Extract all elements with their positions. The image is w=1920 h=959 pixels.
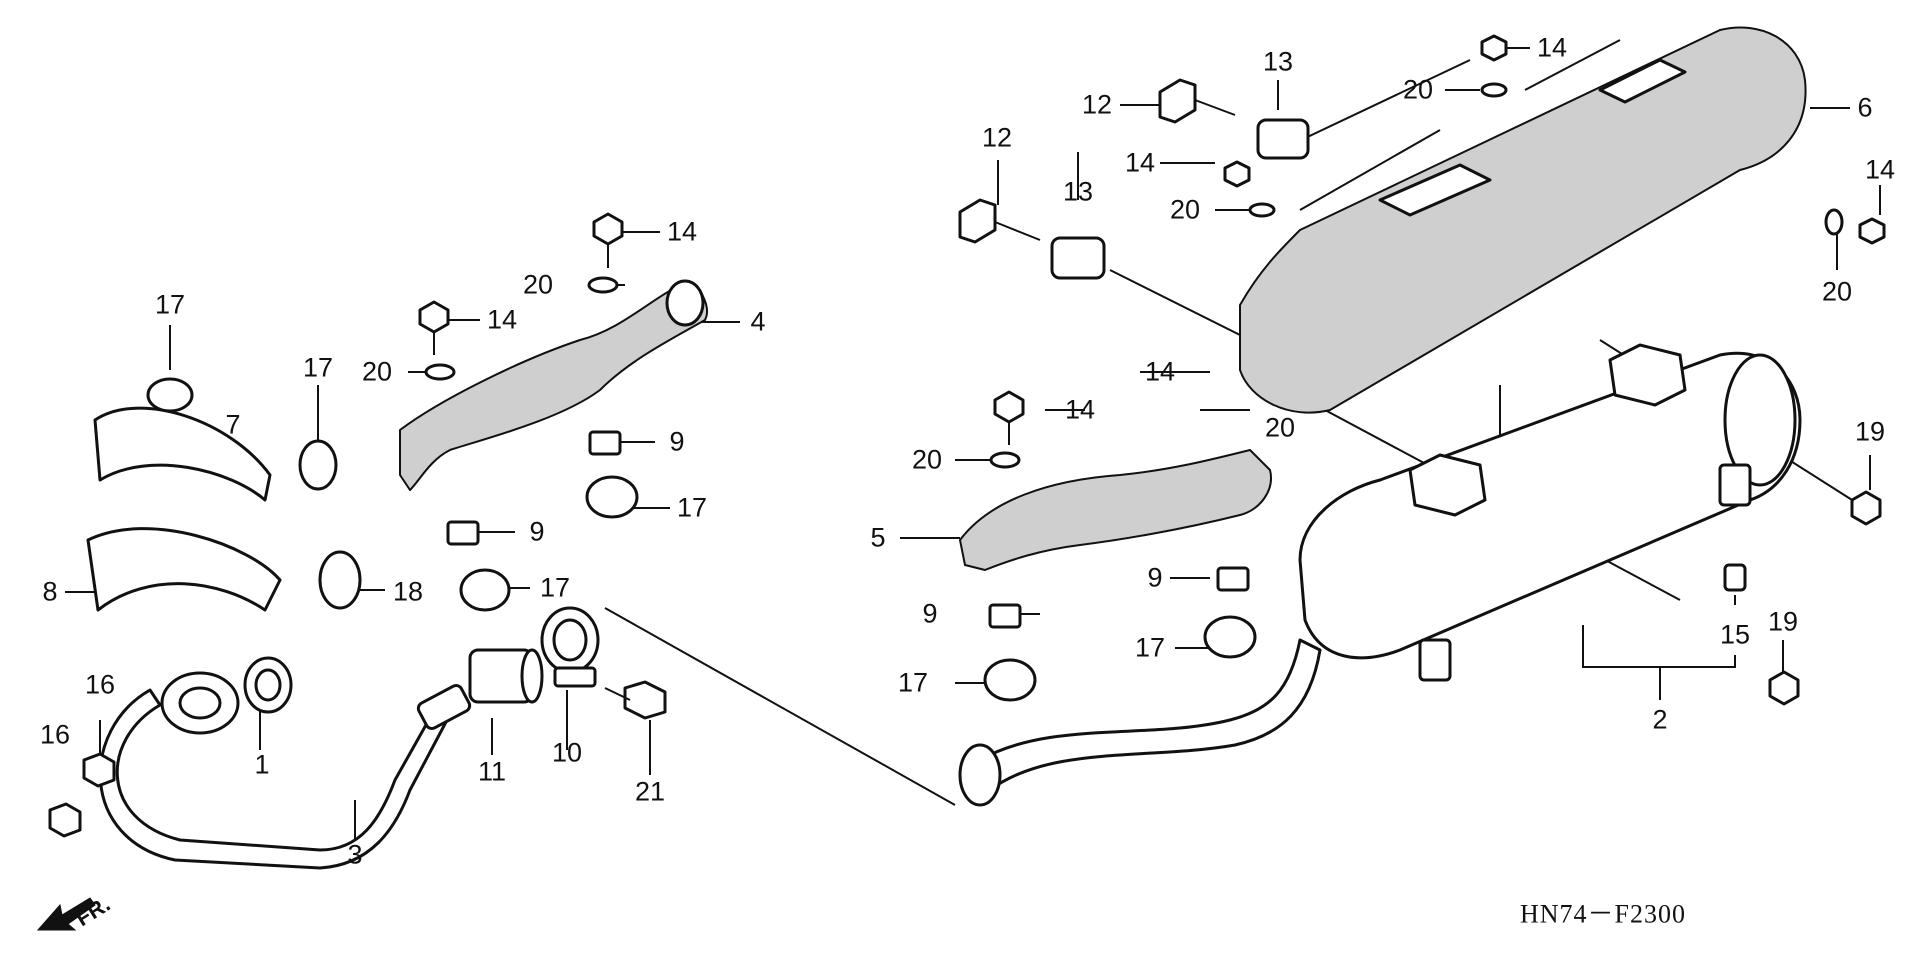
callout-19: 19: [1767, 606, 1799, 637]
callout-13: 13: [1062, 176, 1094, 207]
callout-9: 9: [1147, 562, 1163, 593]
shield-clips: [446, 430, 1250, 629]
gasket: [243, 656, 293, 714]
callout-20: 20: [361, 356, 393, 387]
callout-8: 8: [42, 576, 58, 607]
callout-12: 12: [1081, 89, 1113, 120]
callout-14: 14: [1536, 32, 1568, 63]
exhaust-pipe: [98, 671, 472, 870]
diagram-code: HN74－F2300: [1520, 899, 1687, 929]
collars-bolts-right: [958, 34, 1886, 706]
hose-clamps: [146, 377, 1257, 702]
exhaust-band: [540, 606, 600, 688]
callout-20: 20: [522, 269, 554, 300]
heat-shield-lower: [959, 449, 1272, 571]
callout-1: 1: [254, 749, 270, 780]
callout-15: 15: [1719, 619, 1751, 650]
front-direction-arrow: [36, 897, 96, 931]
callout-14: 14: [1144, 356, 1176, 387]
callout-18: 18: [392, 576, 424, 607]
callout-13: 13: [1262, 46, 1294, 77]
callout-3: 3: [347, 839, 363, 870]
callout-17: 17: [897, 667, 929, 698]
callout-4: 4: [750, 306, 766, 337]
callout-14: 14: [1064, 394, 1096, 425]
callout-9: 9: [669, 426, 685, 457]
callout-5: 5: [870, 522, 886, 553]
callout-9: 9: [922, 598, 938, 629]
callout-2: 2: [1652, 704, 1668, 735]
pipe-protector: [86, 406, 282, 612]
callout-14: 14: [1124, 147, 1156, 178]
muffler: [958, 343, 1802, 807]
bolts-washers-left: [418, 212, 1025, 469]
callout-20: 20: [1402, 74, 1434, 105]
callout-17: 17: [302, 352, 334, 383]
callout-20: 20: [1264, 412, 1296, 443]
callout-20: 20: [1821, 276, 1853, 307]
callout-6: 6: [1857, 92, 1873, 123]
flange-bolt: [604, 680, 667, 720]
callout-21: 21: [634, 776, 666, 807]
callout-19: 19: [1854, 416, 1886, 447]
callout-11: 11: [477, 756, 507, 787]
callout-17: 17: [676, 492, 708, 523]
callout-14: 14: [486, 304, 518, 335]
heat-shield-upper: [399, 279, 709, 491]
callout-17: 17: [154, 289, 186, 320]
muffler-protector: [1239, 26, 1807, 414]
callout-17: 17: [1134, 632, 1166, 663]
flange-nut: [48, 752, 116, 838]
callout-9: 9: [529, 516, 545, 547]
callout-20: 20: [1169, 194, 1201, 225]
callout-16: 16: [84, 669, 116, 700]
callout-10: 10: [551, 737, 583, 768]
callout-14: 14: [666, 216, 698, 247]
callout-20: 20: [911, 444, 943, 475]
muffler-joint: [468, 648, 544, 704]
callout-16: 16: [39, 719, 71, 750]
callout-14: 14: [1864, 154, 1896, 185]
callout-12: 12: [981, 122, 1013, 153]
callout-7: 7: [225, 409, 241, 440]
callout-17: 17: [539, 572, 571, 603]
